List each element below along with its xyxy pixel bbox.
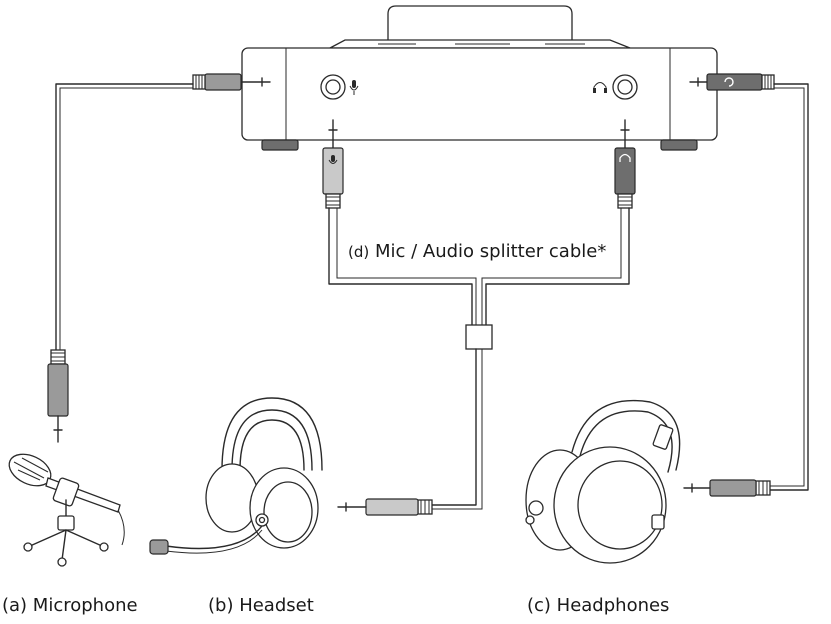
splitter-cable-label: (d) Mic / Audio splitter cable* [346,241,609,262]
audio-device [241,5,718,151]
caption-microphone: (a) Microphone [2,595,138,616]
splitter-cable-name: Mic / Audio splitter cable* [374,241,607,262]
splitter-headphone-plug [614,119,636,209]
caption-headset: (b) Headset [208,595,314,616]
splitter-mic-plug [322,119,344,209]
mic-port [320,74,346,100]
line-out-icon [724,77,734,87]
headphones-illustration [525,399,681,564]
headphone-port [612,74,638,100]
caption-headphones: (c) Headphones [527,595,670,616]
splitter-cable-prefix: (d) [348,243,370,261]
mic-input-plug [192,73,271,91]
headset-plug [337,498,433,516]
microphone-cable [55,83,194,351]
line-out-plug [689,73,775,91]
microphone-icon [349,80,359,95]
headset-illustration [149,397,323,555]
splitter-mic-icon [328,155,338,164]
headphones-plug [683,479,771,497]
splitter-headphone-icon [619,153,631,162]
headphones-cable [769,83,809,491]
microphone-plug [47,349,69,443]
splitter-cable [328,207,630,510]
microphone-illustration [8,453,125,567]
headphone-icon [593,82,607,93]
